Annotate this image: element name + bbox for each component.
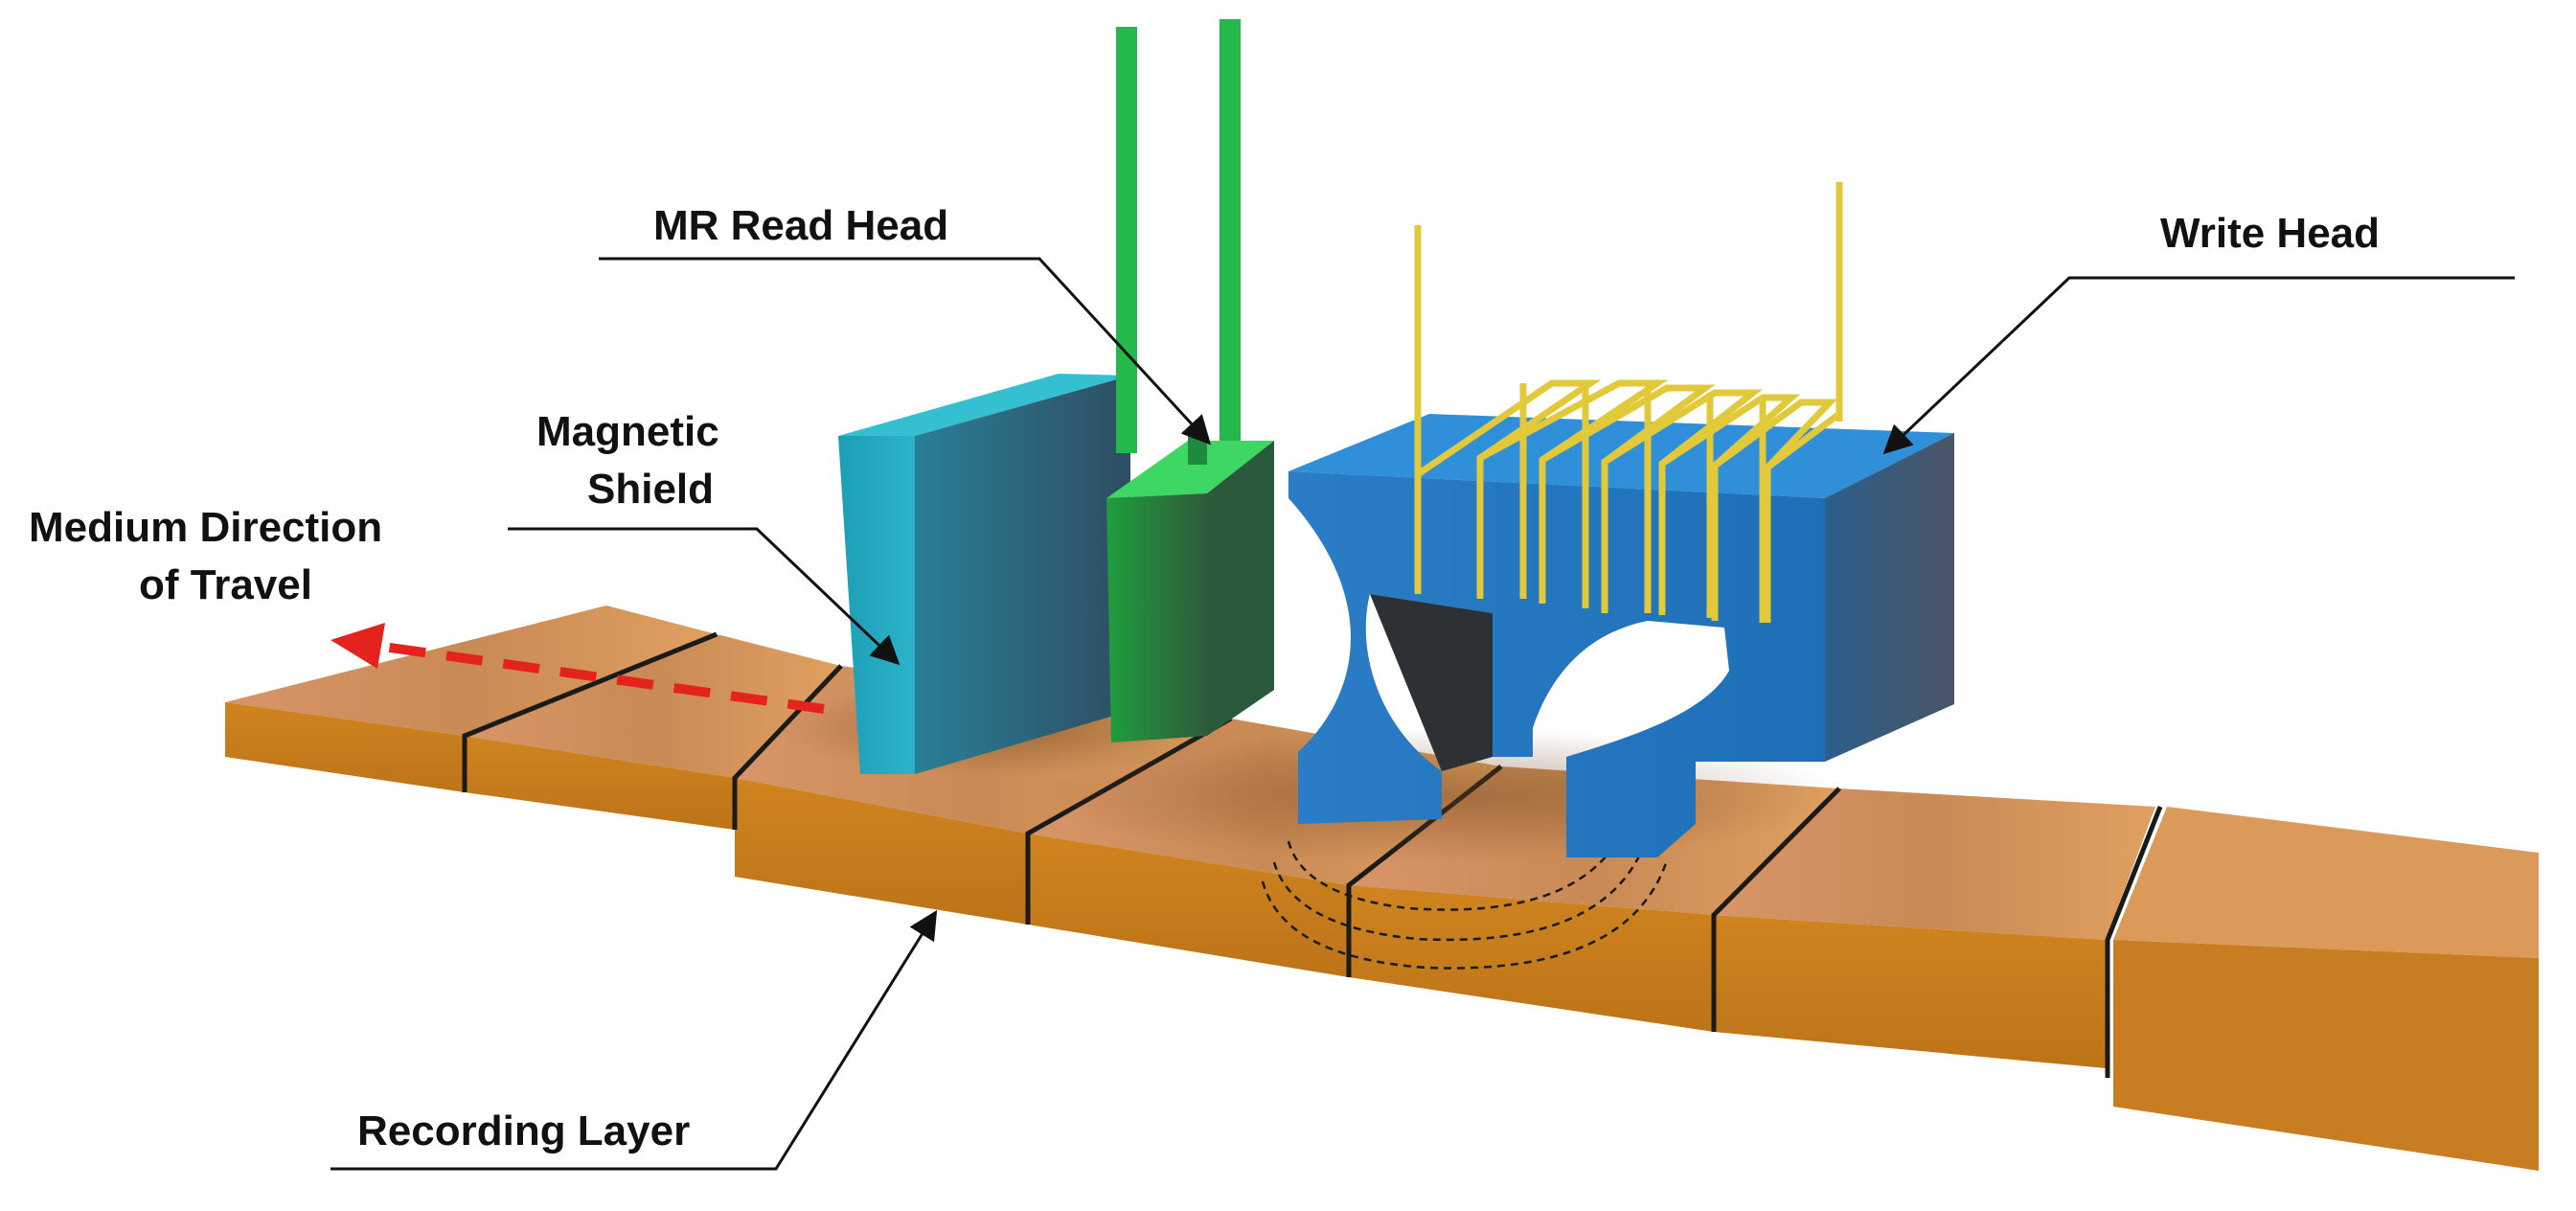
recording-layer-front [225,702,2539,1171]
write-head-leader [1882,276,2515,455]
write-head [1288,182,1954,857]
magnetic-shield-leader [508,527,900,666]
mr-read-head-label: MR Read Head [653,202,948,249]
recording-layer-leader [331,909,938,1171]
recording-layer-label: Recording Layer [357,1108,690,1154]
magnetic-shield-label-line2: Shield [587,466,714,513]
magnetic-shield-label-line1: Magnetic [536,408,719,455]
mr-read-head [1106,19,1274,743]
magnetic-shield [838,374,1130,774]
medium-direction-label-line1: Medium Direction [29,504,382,551]
mr-read-head-leader [599,257,1212,446]
field-lines [1261,837,1669,970]
recording-layer [225,606,2539,1171]
write-head-label: Write Head [2160,210,2380,257]
medium-direction-label-line2: of Travel [139,561,312,608]
leader-lines [331,257,2515,1171]
direction-arrow [331,623,825,714]
write-coil [1414,182,1843,623]
